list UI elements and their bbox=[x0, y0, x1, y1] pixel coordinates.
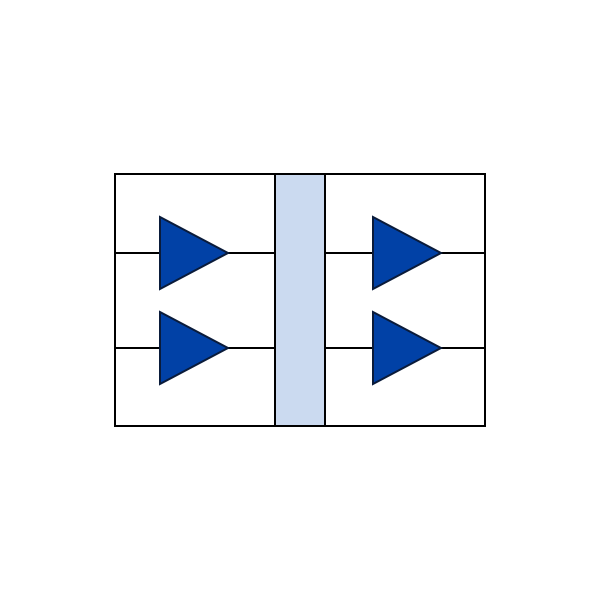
amplifier-triangle-icon bbox=[159, 310, 231, 386]
amplifier-triangle-icon bbox=[159, 215, 231, 291]
amplifier-triangle-icon bbox=[372, 215, 444, 291]
center-bar bbox=[274, 173, 326, 427]
amplifier-triangle-icon bbox=[372, 310, 444, 386]
